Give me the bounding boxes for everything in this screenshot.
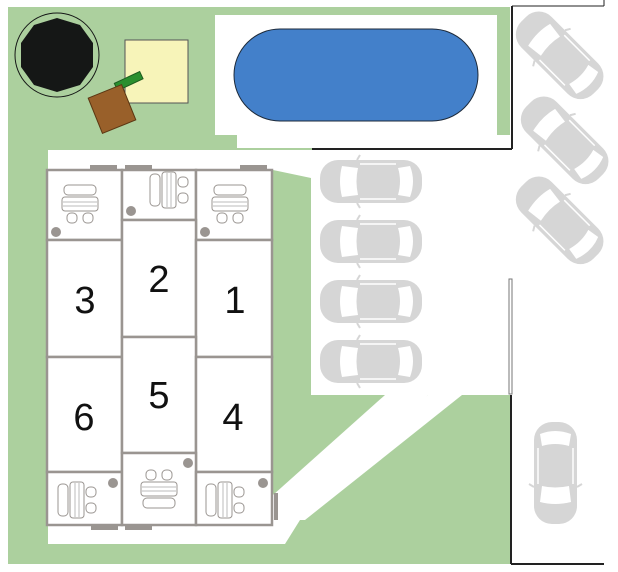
entrances (90, 165, 278, 530)
unit-number-6: 6 (73, 397, 94, 439)
car (319, 274, 423, 329)
car (503, 0, 616, 112)
car (508, 84, 618, 197)
car (319, 334, 423, 389)
car (528, 421, 583, 525)
unit-number-2: 2 (148, 259, 169, 301)
car (319, 154, 423, 209)
unit-number-1: 1 (224, 280, 245, 322)
planters (51, 206, 268, 488)
unit-number-5: 5 (148, 375, 169, 417)
diagonal-walkway (273, 395, 428, 520)
swimming-pool (233, 28, 479, 122)
unit-number-4: 4 (222, 397, 243, 439)
car (503, 164, 616, 277)
sandbox (124, 39, 189, 104)
gate (508, 278, 513, 395)
car (319, 214, 423, 269)
unit-number-3: 3 (74, 280, 95, 322)
garden-bench (87, 70, 144, 135)
trampoline (14, 12, 100, 98)
